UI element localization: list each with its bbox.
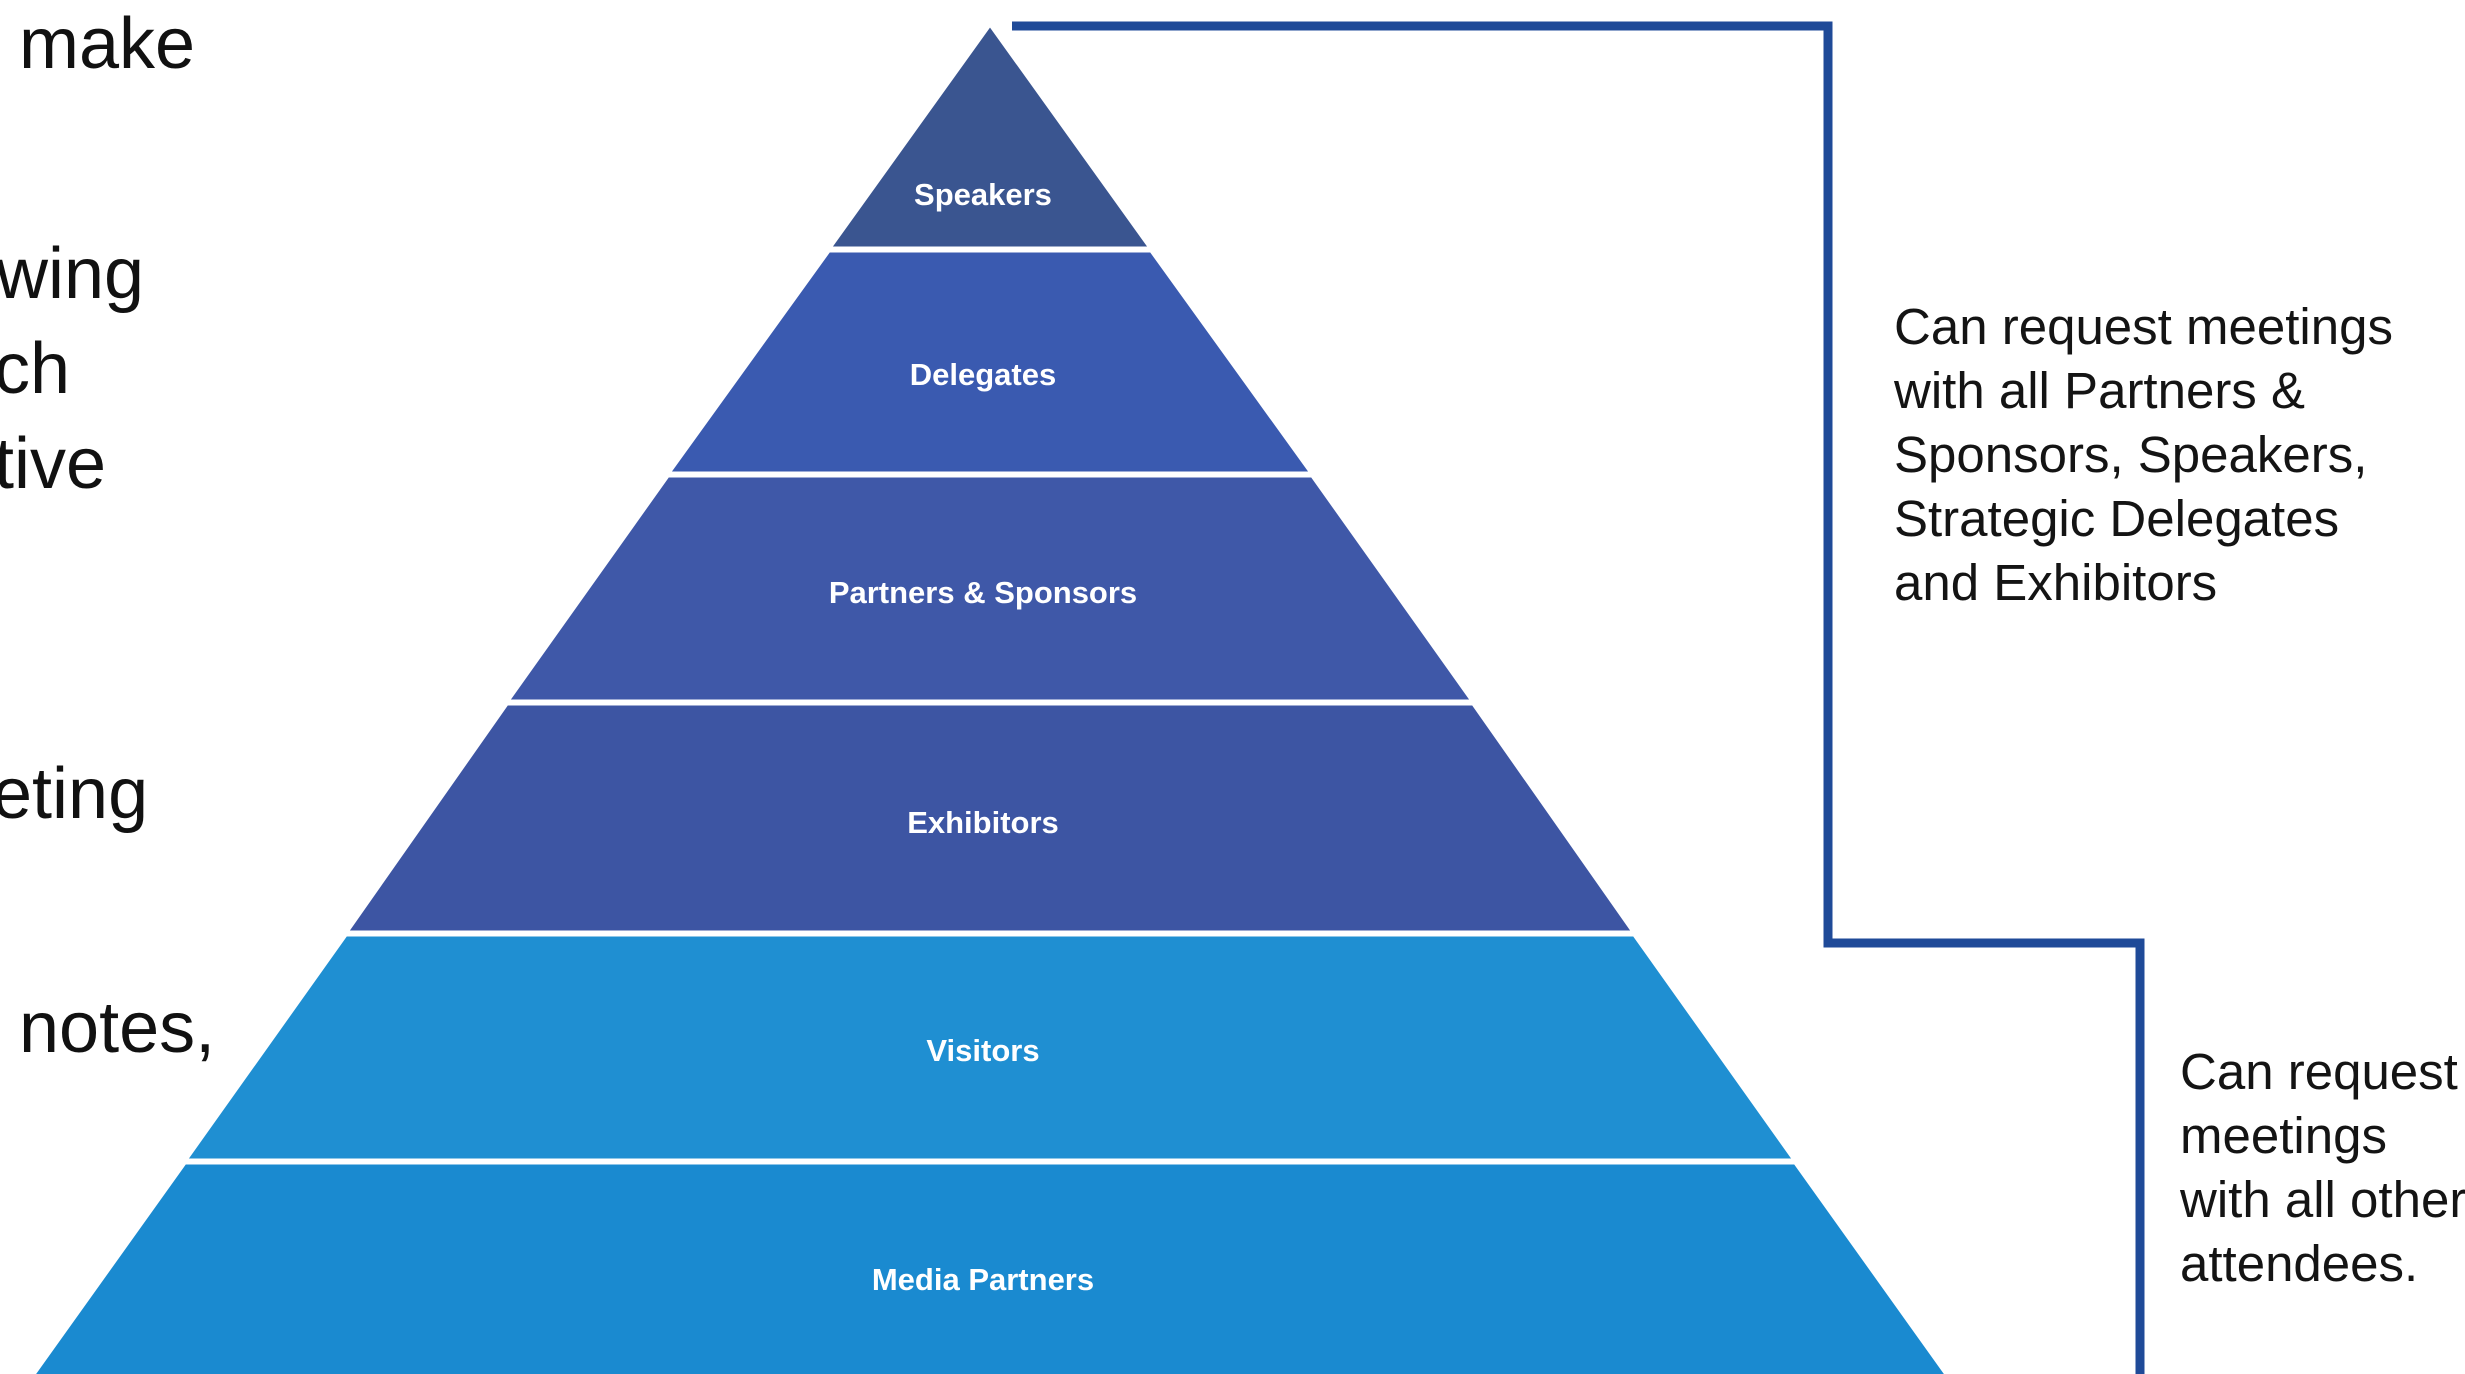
tier-label-partners-sponsors: Partners & Sponsors <box>829 575 1137 610</box>
left-text-fragment-4: tive <box>0 424 107 504</box>
note-lower-line-2: meetings <box>2180 1107 2387 1164</box>
tier-band-delegates <box>666 249 1314 475</box>
note-upper-line-2: with all Partners & <box>1894 362 2305 419</box>
left-text-fragment-5: eting <box>0 754 149 834</box>
pyramid-tier-delegates: Delegates <box>666 249 1314 475</box>
note-upper-line-4: Strategic Delegates <box>1894 490 2340 547</box>
tier-band-media-partners <box>32 1161 1948 1374</box>
left-text-fragment-1: make <box>19 4 196 84</box>
pyramid-tier-visitors: Visitors <box>183 933 1797 1162</box>
tier-band-exhibitors <box>344 702 1636 934</box>
tier-band-speakers <box>827 22 1153 250</box>
connector-line-upper <box>1012 21 2145 1374</box>
note-lower-line-4: attendees. <box>2180 1235 2419 1292</box>
note-upper-line-3: Sponsors, Speakers, <box>1894 426 2368 483</box>
tier-band-partners-sponsors <box>505 474 1475 703</box>
note-lower-tiers: Can request meetings with all other atte… <box>2180 1040 2465 1296</box>
note-upper-tiers: Can request meetings with all Partners &… <box>1894 295 2393 615</box>
pyramid-tier-exhibitors: Exhibitors <box>344 702 1636 934</box>
pyramid-tier-partners-sponsors: Partners & Sponsors <box>505 474 1475 703</box>
tier-label-speakers: Speakers <box>914 177 1052 212</box>
note-upper-line-5: and Exhibitors <box>1894 554 2218 611</box>
tier-band-visitors <box>183 933 1797 1162</box>
tier-label-visitors: Visitors <box>926 1033 1039 1068</box>
note-lower-line-1: Can request <box>2180 1043 2458 1100</box>
note-lower-line-3: with all other <box>2180 1171 2465 1228</box>
pyramid-tier-speakers: Speakers <box>827 22 1153 250</box>
left-text-fragment-3: ch <box>0 329 71 409</box>
left-text-fragment-6: notes, <box>19 988 216 1068</box>
pyramid-tier-media-partners: Media Partners <box>32 1161 1948 1374</box>
left-text-fragment-2: wing <box>0 234 145 314</box>
tier-label-delegates: Delegates <box>910 357 1056 392</box>
note-upper-line-1: Can request meetings <box>1894 298 2393 355</box>
tier-label-media-partners: Media Partners <box>872 1262 1094 1297</box>
tier-label-exhibitors: Exhibitors <box>907 805 1059 840</box>
